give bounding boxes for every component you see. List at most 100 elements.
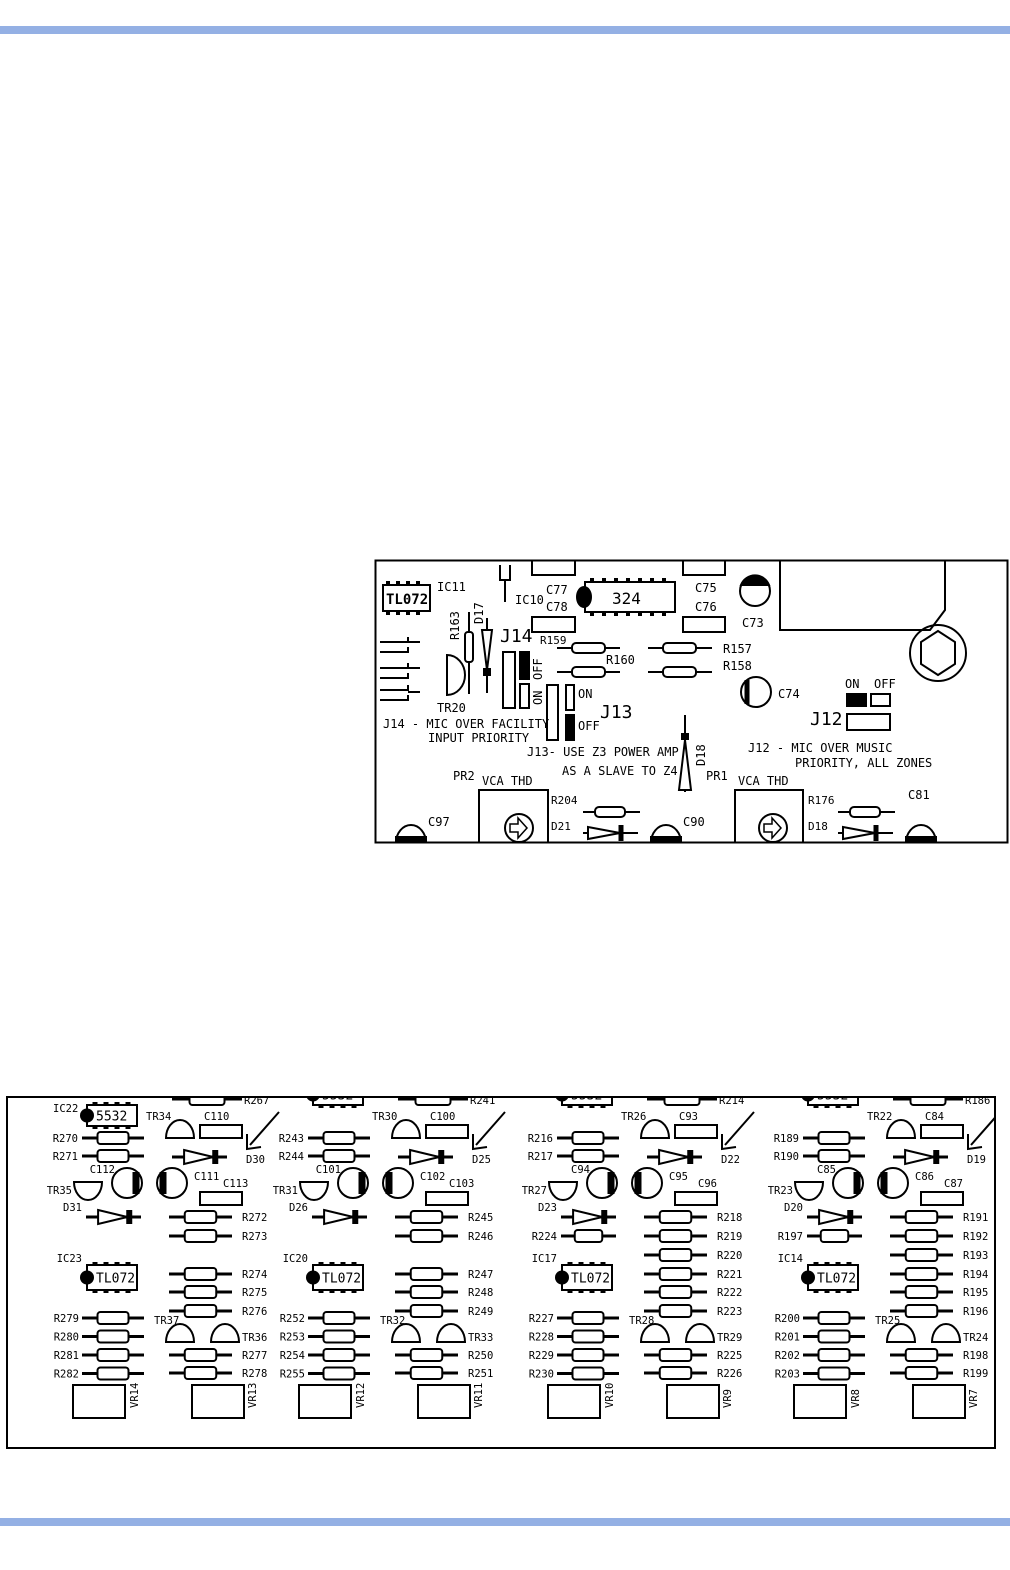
chip-pins — [567, 1105, 606, 1108]
label-tr20: TR20 — [437, 701, 466, 715]
pin1-dot — [801, 1270, 815, 1285]
arrow-diode — [893, 1148, 948, 1166]
top-resistor-label: R267 — [244, 1095, 269, 1107]
arrow-icon — [724, 1111, 755, 1146]
right-resistor-label: R219 — [717, 1231, 742, 1243]
diode-body — [904, 1148, 935, 1166]
bottom-right-resistor — [169, 1348, 232, 1362]
label-d17: D17 — [472, 602, 486, 624]
tr-top-label: TR34 — [146, 1111, 171, 1123]
bottom-left-resistor-label: R252 — [280, 1313, 305, 1325]
capacitor-body — [832, 1167, 864, 1199]
bottom-right-resistor — [169, 1366, 232, 1380]
right-resistor-label: R248 — [468, 1287, 493, 1299]
top-resistor — [172, 1098, 242, 1106]
lower-diode — [86, 1208, 141, 1226]
right-resistor — [395, 1229, 458, 1243]
chip-pins — [813, 1105, 852, 1108]
bottom-left-resistor-label: R281 — [54, 1350, 79, 1362]
resistor-body — [658, 1267, 693, 1281]
vr-right-trimmer — [417, 1384, 471, 1419]
top-board-diagram: IC11 TL072 IC10 C77 C78 324 C75 C76 C73 … — [374, 559, 1009, 844]
bottom-left-resistor-label: R279 — [54, 1313, 79, 1325]
left-capacitor-label: C101 — [316, 1164, 341, 1176]
chip-body — [86, 1264, 138, 1291]
bottom-left-resistor — [557, 1366, 619, 1381]
left-resistor — [82, 1149, 144, 1163]
right-resistor-label: R274 — [242, 1269, 267, 1281]
right-resistor-label: R196 — [963, 1306, 988, 1318]
bottom-right-resistor-label: R251 — [468, 1368, 493, 1380]
tr-pair-right-label: TR33 — [468, 1332, 493, 1344]
resistor-body — [904, 1210, 939, 1224]
top-resistor-label: R241 — [470, 1095, 495, 1107]
label-r163: R163 — [448, 611, 462, 640]
bottom-left-resistor — [308, 1366, 370, 1381]
label-ic11: IC11 — [437, 580, 466, 594]
resistor-body — [817, 1131, 851, 1145]
tr-mid-label: TR35 — [47, 1185, 72, 1197]
resistor-body — [96, 1131, 130, 1145]
tr-top-transistor — [885, 1119, 917, 1139]
label-j13-on: ON — [578, 687, 592, 701]
c74-capacitor — [740, 676, 772, 708]
diode-body — [183, 1148, 214, 1166]
note-j12-line2: PRIORITY, ALL ZONES — [795, 756, 932, 770]
resistor-body — [96, 1311, 130, 1325]
left-capacitor — [337, 1167, 369, 1199]
capacitor-body — [586, 1167, 618, 1199]
label-pr2: PR2 — [453, 769, 475, 783]
resistor-body — [904, 1229, 939, 1243]
ic-label: IC17 — [532, 1253, 557, 1265]
resistor-body — [96, 1348, 130, 1362]
capacitor-body — [337, 1167, 369, 1199]
bottom-left-resistor-label: R230 — [529, 1369, 554, 1381]
lower-diode — [807, 1208, 862, 1226]
tr-pair-left-label: TR28 — [629, 1315, 654, 1327]
resistor-body — [322, 1131, 356, 1145]
resistor-body — [188, 1098, 226, 1106]
pr2-trimmer — [478, 789, 549, 842]
r163-resistor — [464, 612, 474, 694]
bottom-left-resistor — [308, 1348, 370, 1362]
resistor-body — [817, 1149, 851, 1163]
label-c75: C75 — [695, 581, 717, 595]
right-resistor-label: R221 — [717, 1269, 742, 1281]
left-resistor-label: R190 — [774, 1151, 799, 1163]
bottom-right-resistor-label: R278 — [242, 1368, 267, 1380]
resistor-body — [183, 1285, 218, 1299]
chip-pins — [92, 1102, 131, 1129]
bottom-left-resistor-label: R253 — [280, 1332, 305, 1344]
label-ic10: IC10 — [515, 593, 544, 607]
r157-resistor — [648, 642, 712, 654]
tr-top-label: TR26 — [621, 1111, 646, 1123]
tr-pair-left-label: TR25 — [875, 1315, 900, 1327]
chip-label: 5532 — [322, 1089, 353, 1104]
vr-right-label: VR13 — [247, 1383, 259, 1408]
bottom-left-resistor — [82, 1329, 144, 1344]
label-j12-off: OFF — [874, 677, 896, 691]
right-resistor — [644, 1267, 707, 1281]
label-j12: J12 — [810, 709, 843, 730]
right-resistor-label: R222 — [717, 1287, 742, 1299]
right-capacitor-label: C86 — [915, 1171, 934, 1183]
resistor-body — [658, 1248, 693, 1262]
small-capacitor-label: C96 — [698, 1178, 717, 1190]
chip-label: 5532 — [96, 1110, 127, 1125]
diode-body — [323, 1208, 354, 1226]
label-pr1: PR1 — [706, 769, 728, 783]
chip-pins — [813, 1262, 852, 1293]
tr-pair-left-transistor — [164, 1323, 196, 1343]
ic-chip: TL072 — [80, 1262, 138, 1293]
left-resistor — [557, 1149, 619, 1163]
arrow-diode-label: D30 — [246, 1154, 265, 1166]
r176-resistor — [838, 806, 895, 818]
chip-pins — [318, 1262, 357, 1293]
right-capacitor — [156, 1167, 188, 1199]
tr-pair-left-label: TR37 — [154, 1315, 179, 1327]
lower-diode-label: D26 — [289, 1202, 308, 1214]
vr-left-label: VR12 — [355, 1383, 367, 1408]
right-resistor — [169, 1304, 232, 1318]
